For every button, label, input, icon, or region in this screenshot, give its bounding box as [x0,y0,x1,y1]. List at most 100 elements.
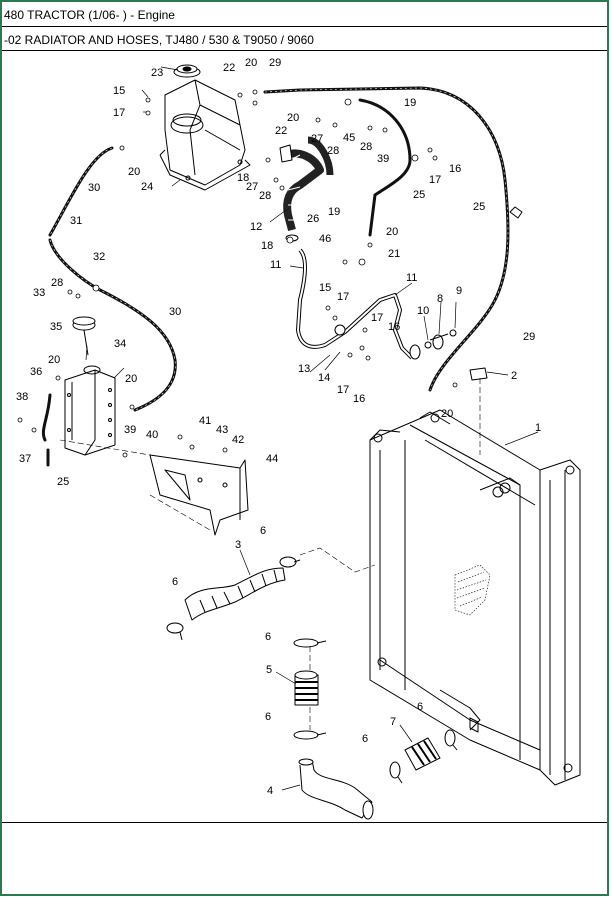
hose-clip [509,206,523,219]
fastener [17,89,458,458]
callout-17: 17 [429,174,441,186]
callout-labels: 1 2 3 4 5 6 6 6 6 6 6 7 8 9 10 11 11 12 … [16,57,541,797]
callout-6: 6 [265,711,271,723]
callout-44: 44 [266,453,278,465]
upper-hose [279,136,334,242]
short-hose [294,670,319,706]
callout-1: 1 [535,422,541,434]
footer-divider [2,822,607,823]
callout-4: 4 [267,785,273,797]
callout-21: 21 [388,248,400,260]
callout-28: 28 [259,190,271,202]
callout-11: 11 [270,259,281,271]
page-title: 480 TRACTOR (1/06- ) - Engine [4,8,175,22]
header-divider [2,50,607,51]
callout-39: 39 [377,153,389,165]
callout-18: 18 [237,172,249,184]
callout-32: 32 [93,251,105,263]
section-title: -02 RADIATOR AND HOSES, TJ480 / 530 & T9… [4,33,314,47]
callout-34: 34 [114,338,126,350]
reservoir-bracket [149,454,249,536]
callout-13: 13 [298,363,310,375]
expansion-tank [159,79,251,191]
bypass-hose [404,737,441,771]
callout-20: 20 [441,408,453,420]
callout-10: 10 [417,305,429,317]
callout-20: 20 [128,166,140,178]
callout-39: 39 [124,424,136,436]
callout-16: 16 [449,163,461,175]
callout-38: 38 [16,391,28,403]
coolant-pipe [296,248,421,360]
callout-25: 25 [473,201,485,213]
callout-17: 17 [337,384,349,396]
callout-45: 45 [343,132,355,144]
callout-25: 25 [57,476,69,488]
callout-27: 27 [246,181,258,193]
callout-15: 15 [113,85,125,97]
callout-20: 20 [48,354,60,366]
callout-16: 16 [388,321,400,333]
callout-41: 41 [199,415,211,427]
callout-6: 6 [260,525,266,537]
callout-16: 16 [353,393,365,405]
callout-35: 35 [50,321,62,333]
callout-7: 7 [390,716,396,728]
callout-15: 15 [319,282,331,294]
hose-clamp [166,556,458,784]
tank-cap [173,64,201,78]
callout-3: 3 [235,539,241,551]
callout-46: 46 [319,233,331,245]
callout-6: 6 [265,631,271,643]
header-divider [2,26,607,27]
alignment-lines [59,378,481,730]
callout-17: 17 [337,291,349,303]
callout-30: 30 [88,182,100,194]
callout-20: 20 [125,373,137,385]
callout-22: 22 [223,62,235,74]
callout-17: 17 [371,312,383,324]
leader-lines [85,66,539,791]
elbow-fitting [469,367,488,381]
callout-31: 31 [70,215,82,227]
callout-14: 14 [318,372,330,384]
callout-17: 17 [113,107,125,119]
callout-12: 12 [250,221,262,233]
callout-29: 29 [269,57,281,69]
callout-11: 11 [406,272,417,284]
callout-28: 28 [51,277,63,289]
lower-radiator-hose [184,567,286,621]
callout-40: 40 [146,429,158,441]
callout-27: 27 [311,133,323,145]
fitting [424,329,457,350]
callout-26: 26 [307,213,319,225]
callout-2: 2 [511,370,517,382]
callout-8: 8 [437,293,443,305]
callout-28: 28 [360,141,372,153]
callout-42: 42 [232,434,244,446]
callout-5: 5 [266,664,272,676]
callout-29: 29 [523,331,535,343]
coolant-reservoir [64,365,116,456]
callout-20: 20 [245,57,257,69]
callout-33: 33 [33,287,45,299]
callout-6: 6 [172,576,178,588]
callout-23: 23 [151,67,163,79]
callout-20: 20 [287,112,299,124]
radiator [369,409,581,786]
elbow-tube [298,758,374,820]
callout-20: 20 [386,226,398,238]
callout-36: 36 [30,366,42,378]
reservoir-cap [72,316,96,356]
callout-22: 22 [275,125,287,137]
callout-6: 6 [417,701,423,713]
callout-19: 19 [404,97,416,109]
callout-6: 6 [362,733,368,745]
callout-28: 28 [327,145,339,157]
callout-19: 19 [328,206,340,218]
callout-37: 37 [19,453,31,465]
callout-18: 18 [261,240,273,252]
callout-24: 24 [141,181,153,193]
